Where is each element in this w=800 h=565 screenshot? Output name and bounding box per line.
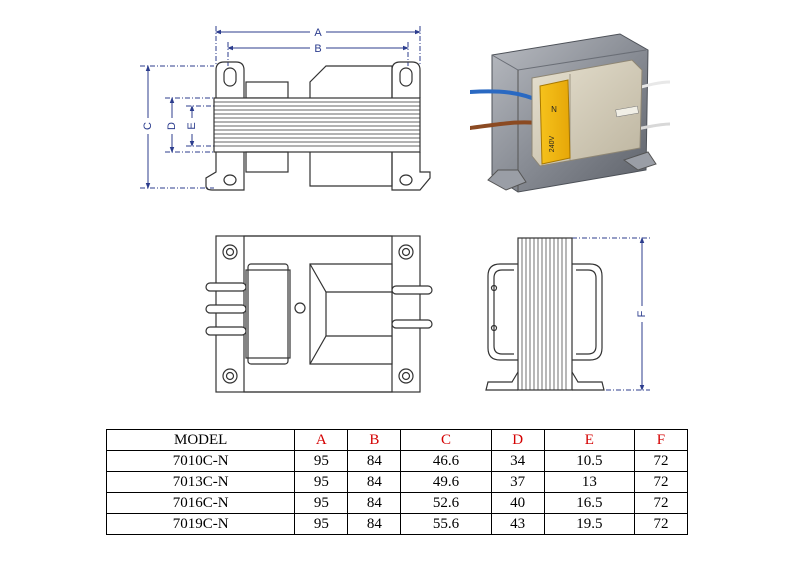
cell-a: 95 <box>294 513 349 535</box>
cell-c: 49.6 <box>400 471 492 493</box>
header-e: E <box>543 429 635 451</box>
table-row: 7010C-N 95 84 46.6 34 10.5 72 <box>105 450 689 472</box>
cell-a: 95 <box>294 450 349 472</box>
header-b: B <box>347 429 402 451</box>
dimension-label-c: C <box>142 122 154 130</box>
cell-e: 10.5 <box>543 450 635 472</box>
front-view-drawing <box>205 235 433 393</box>
photo-label-n: N <box>551 105 557 114</box>
cell-e: 13 <box>543 471 635 493</box>
header-f: F <box>633 429 689 451</box>
cell-model: 7013C-N <box>105 471 296 493</box>
table-row: 7019C-N 95 84 55.6 43 19.5 72 <box>105 513 689 535</box>
technical-drawings: A B C D E F <box>140 26 650 393</box>
cell-model: 7010C-N <box>105 450 296 472</box>
cell-e: 16.5 <box>543 492 635 514</box>
cell-d: 43 <box>490 513 545 535</box>
dimension-label-b: B <box>314 43 321 55</box>
dimension-label-a: A <box>314 27 322 39</box>
cell-model: 7016C-N <box>105 492 296 514</box>
cell-f: 72 <box>633 450 689 472</box>
transformer-photo: N 240V <box>470 33 670 193</box>
table-header-row: MODEL A B C D E F <box>105 429 689 451</box>
cell-model: 7019C-N <box>105 513 296 535</box>
dimension-label-f: F <box>636 310 648 317</box>
header-model: MODEL <box>105 429 296 451</box>
cell-b: 84 <box>347 450 402 472</box>
top-view-drawing <box>140 26 431 191</box>
cell-c: 52.6 <box>400 492 492 514</box>
cell-f: 72 <box>633 513 689 535</box>
cell-c: 46.6 <box>400 450 492 472</box>
cell-d: 34 <box>490 450 545 472</box>
header-c: C <box>400 429 492 451</box>
cell-b: 84 <box>347 492 402 514</box>
table-row: 7016C-N 95 84 52.6 40 16.5 72 <box>105 492 689 514</box>
cell-d: 40 <box>490 492 545 514</box>
cell-f: 72 <box>633 471 689 493</box>
dimension-label-e: E <box>186 122 198 129</box>
cell-a: 95 <box>294 492 349 514</box>
cell-d: 37 <box>490 471 545 493</box>
table-row: 7013C-N 95 84 49.6 37 13 72 <box>105 471 689 493</box>
dimension-label-d: D <box>166 122 178 130</box>
photo-label-voltage: 240V <box>549 136 556 153</box>
header-d: D <box>490 429 545 451</box>
spec-table: MODEL A B C D E F 7010C-N 95 84 46.6 34 … <box>105 429 689 535</box>
cell-b: 84 <box>347 471 402 493</box>
side-view-drawing <box>485 237 650 391</box>
dimension-labels: A B C D E F <box>142 27 648 317</box>
cell-c: 55.6 <box>400 513 492 535</box>
cell-a: 95 <box>294 471 349 493</box>
cell-e: 19.5 <box>543 513 635 535</box>
cell-b: 84 <box>347 513 402 535</box>
cell-f: 72 <box>633 492 689 514</box>
header-a: A <box>294 429 349 451</box>
